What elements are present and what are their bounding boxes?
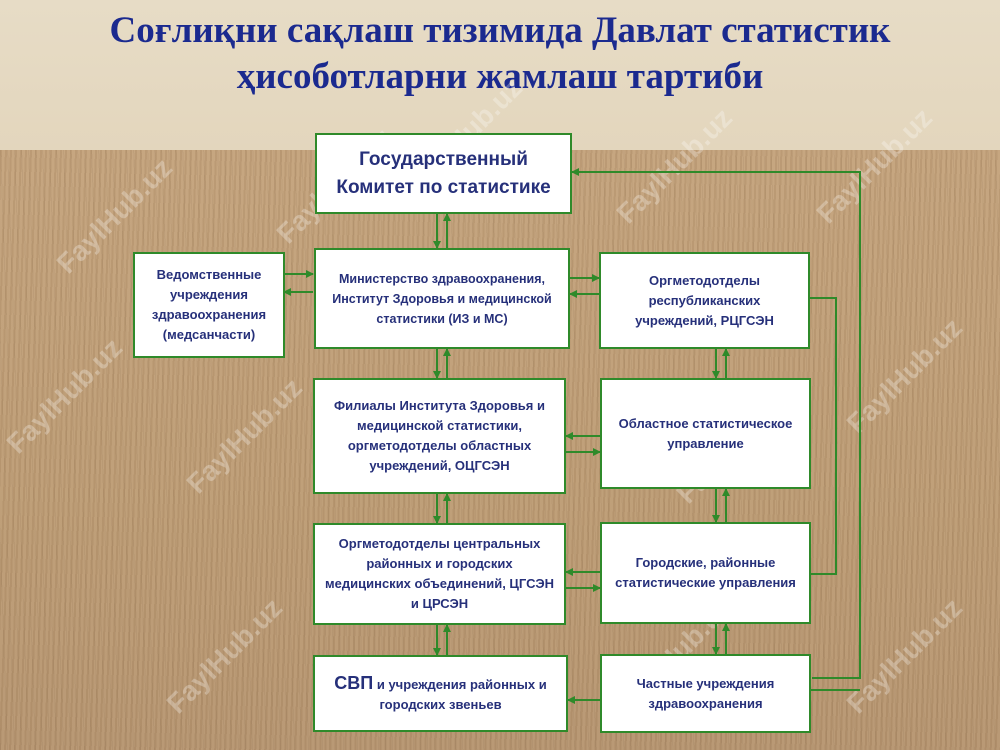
box-institute-branches: Филиалы Института Здоровья и медицинской… xyxy=(313,378,566,494)
box-label: Областное статистическое управление xyxy=(618,415,793,451)
box-label: Ведомственные учреждения здравоохранения… xyxy=(151,267,267,342)
svp-abbreviation: СВП xyxy=(334,672,374,693)
box-label: Филиалы Института Здоровья и медицинской… xyxy=(333,398,545,473)
box-city-district-statistics: Городские, районные статистические управ… xyxy=(600,522,811,624)
box-label: Министерство здравоохранения, Институт З… xyxy=(332,271,552,326)
svp-description: и учреждения районных и городских звенье… xyxy=(376,676,547,712)
arrow xyxy=(571,168,861,679)
box-ministry-of-health: Министерство здравоохранения, Институт З… xyxy=(314,248,570,349)
slide-title: Соғлиқни сақлаш тизимида Давлат статисти… xyxy=(109,10,891,97)
box-label: Оргметодотделы республиканских учреждени… xyxy=(635,272,774,328)
box-label: СВП и учреждения районных и городских зв… xyxy=(325,673,556,715)
box-orgmethod-central: Оргметодотделы центральных районных и го… xyxy=(313,523,566,625)
box-svp: СВП и учреждения районных и городских зв… xyxy=(313,655,568,732)
header-background xyxy=(0,0,1000,150)
box-label: Городские, районные статистические управ… xyxy=(615,555,796,590)
box-state-statistics-committee: Государственный Комитет по статистике xyxy=(315,133,572,214)
box-label: Государственный Комитет по статистике xyxy=(336,148,551,198)
box-regional-statistics: Областное статистическое управление xyxy=(600,378,811,489)
box-departmental-institutions: Ведомственные учреждения здравоохранения… xyxy=(133,252,285,358)
box-label: Частные учреждения здравоохранения xyxy=(636,675,775,711)
arrow xyxy=(810,297,837,575)
box-label: Оргметодотделы центральных районных и го… xyxy=(325,536,554,611)
box-orgmethod-republic: Оргметодотделы республиканских учреждени… xyxy=(599,252,810,349)
box-private-institutions: Частные учреждения здравоохранения xyxy=(600,654,811,733)
